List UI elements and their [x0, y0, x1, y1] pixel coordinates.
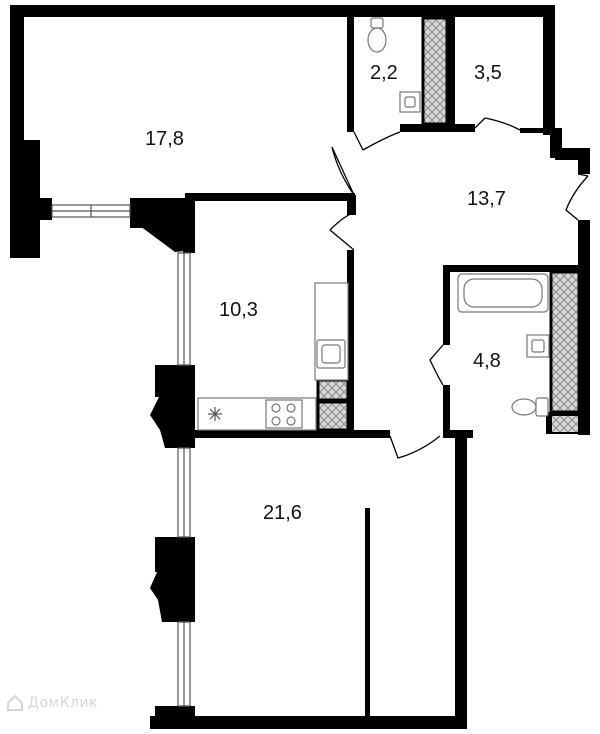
toilet-icon	[511, 397, 549, 417]
room-area-hall: 13,7	[467, 188, 506, 210]
sink-icon	[526, 334, 550, 358]
room-labels: 17,8 2,2 3,5 13,7 10,3 4,8 21,6	[145, 62, 506, 524]
fridge-icon	[208, 407, 222, 421]
bathtub-icon	[457, 273, 549, 313]
room-area-living: 17,8	[145, 128, 184, 150]
walls	[10, 5, 590, 729]
watermark-text: ДомКлик	[28, 695, 99, 711]
stove-icon	[265, 399, 303, 429]
room-area-bathroom: 4,8	[473, 350, 501, 372]
doors	[329, 117, 589, 459]
kitchen-sink-icon	[316, 339, 346, 369]
room-area-storage: 3,5	[474, 62, 502, 84]
watermark: ДомКлик	[6, 694, 98, 712]
house-logo-icon	[7, 694, 23, 711]
sink-icon	[399, 91, 421, 113]
toilet-icon	[367, 17, 387, 53]
fixtures	[197, 17, 550, 431]
windows	[51, 204, 191, 707]
room-area-wc: 2,2	[370, 62, 398, 84]
room-area-bedroom: 21,6	[263, 502, 302, 524]
room-area-kitchen: 10,3	[219, 299, 258, 321]
ventilation-shafts	[316, 16, 581, 434]
